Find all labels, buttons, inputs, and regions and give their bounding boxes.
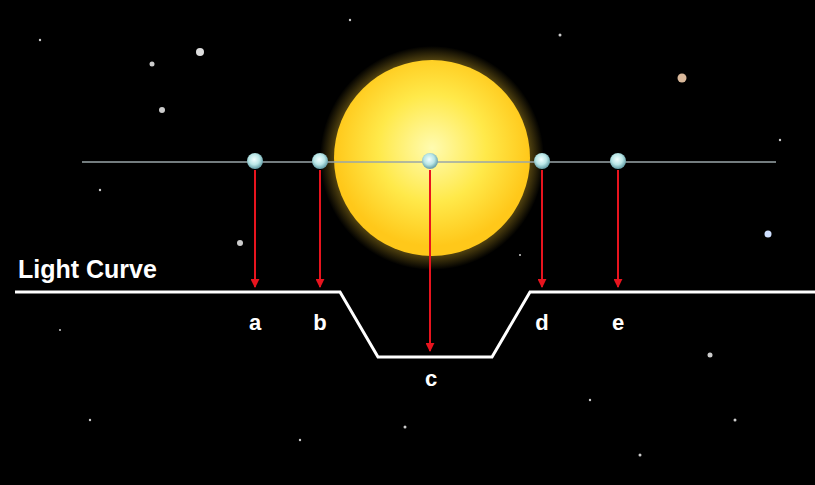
planets: [247, 153, 626, 169]
star: [334, 60, 530, 256]
light-curve: [15, 292, 815, 357]
position-letter: e: [612, 312, 624, 334]
axis-title: Light Curve: [18, 257, 157, 282]
position-letter: c: [425, 368, 437, 390]
position-letter: d: [535, 312, 548, 334]
position-letter: a: [249, 312, 261, 334]
background-stars: [39, 19, 781, 457]
sun-glow: [320, 46, 544, 270]
projection-arrows: [255, 170, 618, 351]
position-letter: b: [313, 312, 326, 334]
